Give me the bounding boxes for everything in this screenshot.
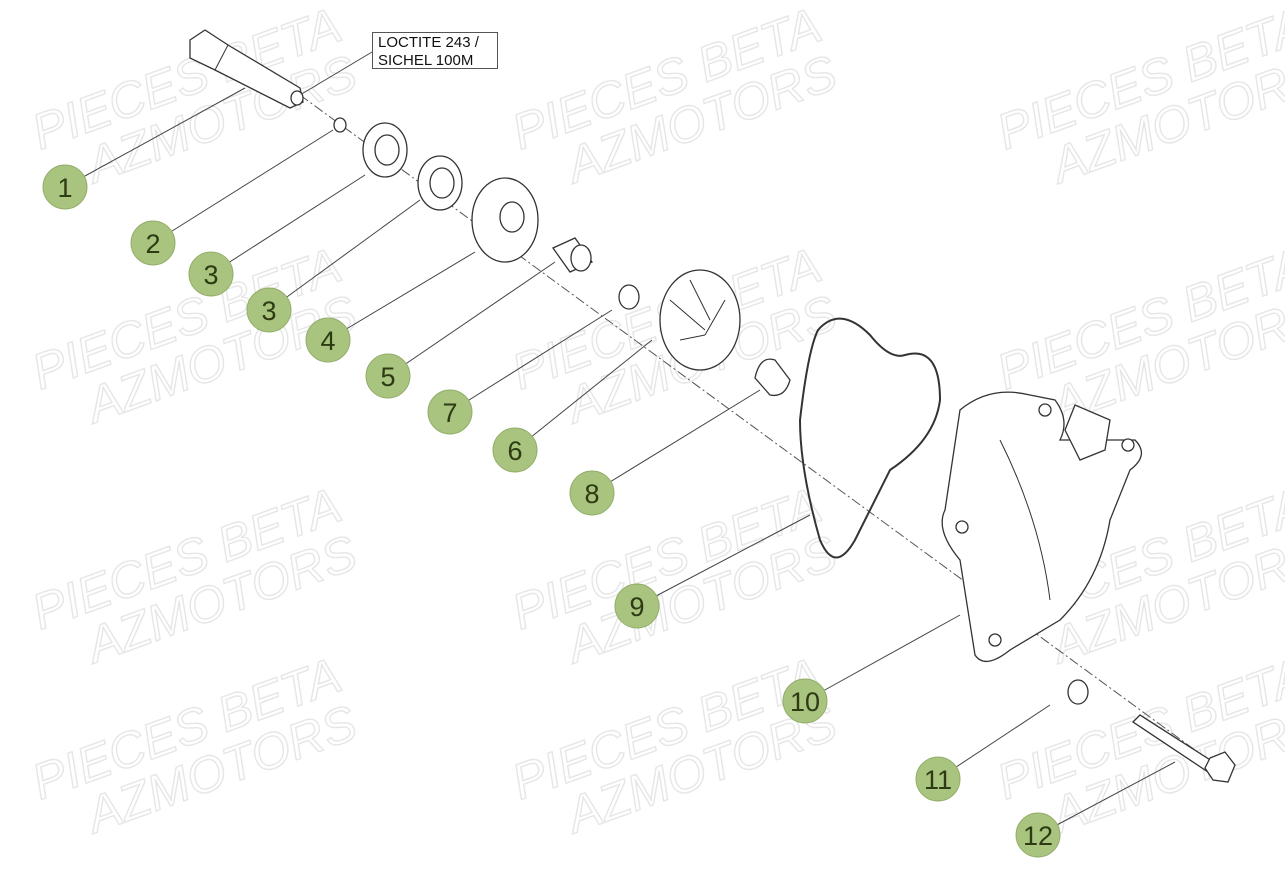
callout-number: 8	[584, 479, 599, 509]
callout-leader	[152, 129, 334, 244]
callout-number: 10	[790, 687, 820, 717]
callout-leader	[327, 251, 476, 341]
callout-leader	[1037, 761, 1176, 836]
part-impeller	[659, 269, 741, 371]
callout-badge: 8	[569, 470, 615, 516]
callout-number: 3	[203, 260, 218, 290]
note-line-1: LOCTITE 243 /	[378, 34, 479, 51]
callout-circle	[188, 251, 234, 297]
callout-number: 5	[380, 362, 395, 392]
callout-circle	[492, 427, 538, 473]
callout-circle	[427, 389, 473, 435]
callout-number: 3	[261, 296, 276, 326]
callout-circle	[614, 583, 660, 629]
callout-leader	[449, 309, 613, 413]
callout-badge: 11	[915, 756, 961, 802]
callout-circle	[915, 756, 961, 802]
part-bearing-2	[417, 155, 463, 211]
part-pump-cover	[941, 391, 1142, 662]
callout-number: 11	[924, 765, 952, 795]
callout-badge: 10	[782, 678, 828, 724]
callout-badge: 7	[427, 389, 473, 435]
callout-circle	[365, 353, 411, 399]
callout-leader	[636, 514, 811, 607]
callout-number: 7	[442, 398, 457, 428]
callout-circle	[569, 470, 615, 516]
callout-leader	[64, 87, 246, 188]
loctite-note: LOCTITE 243 / SICHEL 100M	[372, 32, 498, 69]
callout-leader	[210, 174, 366, 275]
callout-circle	[42, 164, 88, 210]
callout-circle	[130, 220, 176, 266]
callout-leader	[387, 261, 556, 377]
callout-number: 1	[57, 173, 72, 203]
part-washer	[618, 284, 640, 310]
callout-number: 9	[629, 592, 644, 622]
callout-badge: 5	[365, 353, 411, 399]
callout-badge: 9	[614, 583, 660, 629]
callout-circle	[305, 317, 351, 363]
callout-badge: 4	[305, 317, 351, 363]
callout-badge: 12	[1015, 812, 1061, 858]
part-bushing	[552, 237, 593, 273]
assembly-axis	[299, 94, 1226, 773]
callout-number: 12	[1023, 821, 1053, 851]
callout-leader	[804, 614, 961, 702]
part-oring	[333, 117, 347, 133]
callout-badge: 1	[42, 164, 88, 210]
part-gasket	[798, 317, 942, 559]
callout-number: 2	[145, 229, 160, 259]
callout-badge: 2	[130, 220, 176, 266]
part-shaft	[189, 29, 304, 109]
callout-badge: 3	[188, 251, 234, 297]
callout-leader	[514, 339, 653, 451]
callout-badge: 3	[246, 287, 292, 333]
callout-leader	[591, 389, 761, 494]
note-line-2: SICHEL 100M	[378, 52, 474, 69]
callout-circle	[246, 287, 292, 333]
note-leader	[299, 51, 373, 96]
part-bearing-1	[362, 122, 408, 178]
callout-circle	[782, 678, 828, 724]
part-washer-2	[1067, 679, 1089, 705]
part-nut	[754, 358, 791, 397]
part-bolt	[1131, 714, 1236, 783]
callout-number: 4	[320, 326, 335, 356]
callout-circle	[1015, 812, 1061, 858]
callout-badge: 6	[492, 427, 538, 473]
callout-number: 6	[507, 436, 522, 466]
part-seal	[471, 177, 539, 263]
callout-leader	[268, 199, 421, 311]
